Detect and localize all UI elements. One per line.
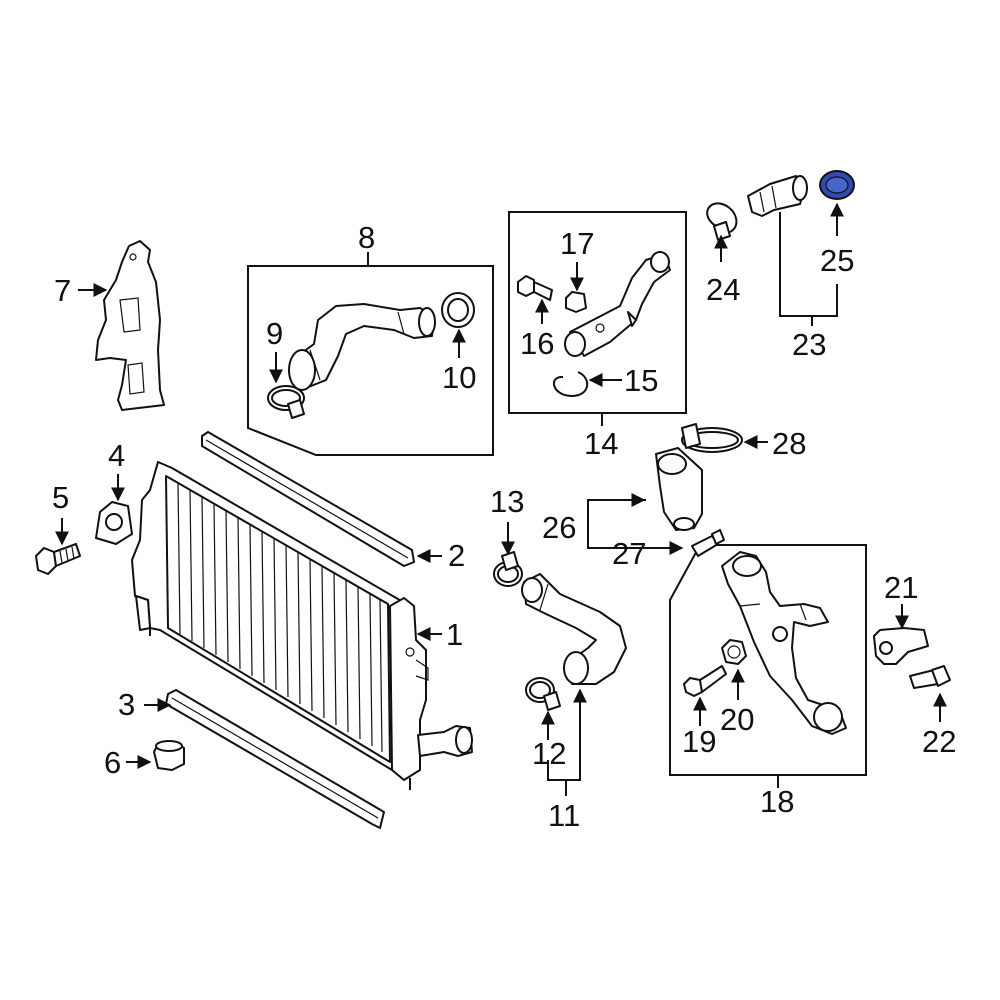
callout-27: 27 [612, 536, 646, 571]
callout-22: 22 [922, 724, 956, 759]
callout-18: 18 [760, 784, 794, 819]
callout-6: 6 [104, 745, 121, 780]
callout-23: 23 [792, 327, 826, 362]
callout-9: 9 [266, 316, 283, 351]
callout-labels: 1 2 3 4 5 6 7 8 9 10 11 12 13 14 15 16 1… [52, 220, 956, 833]
callout-16: 16 [520, 326, 554, 361]
hose-clamp-part-13[interactable] [493, 551, 523, 587]
group-box-8 [247, 265, 494, 456]
callout-20: 20 [720, 702, 754, 737]
sensor-part-27[interactable] [691, 529, 725, 557]
bushing-part-17[interactable] [565, 291, 587, 313]
callout-14: 14 [584, 426, 618, 461]
group-box-14 [508, 211, 687, 414]
mount-bushing-part[interactable] [95, 501, 133, 545]
bushing-part-20[interactable] [721, 639, 747, 665]
grommet-part[interactable] [153, 740, 185, 771]
leader-lines [55, 202, 947, 796]
bolt-part-5[interactable] [35, 543, 81, 575]
callout-17: 17 [560, 226, 594, 261]
charge-hose-part-11[interactable] [521, 573, 627, 685]
callout-21: 21 [884, 570, 918, 605]
intercooler-part[interactable] [131, 461, 473, 790]
callout-13: 13 [490, 484, 524, 519]
hose-connector-part-23[interactable] [747, 175, 808, 217]
callout-7: 7 [54, 273, 71, 308]
bolt-part-16[interactable] [517, 275, 553, 301]
upper-seal-strip-part[interactable] [201, 431, 415, 567]
callout-8: 8 [358, 220, 375, 255]
callout-28: 28 [772, 426, 806, 461]
callout-10: 10 [442, 360, 476, 395]
bolt-part-19[interactable] [683, 665, 727, 697]
pressure-sensor-part-21[interactable] [873, 627, 929, 665]
bolt-part-22[interactable] [909, 665, 951, 689]
hose-clamp-part-28[interactable] [681, 423, 743, 453]
callout-25: 25 [820, 243, 854, 278]
callout-11: 11 [548, 798, 580, 833]
charge-pipe-part-18[interactable] [721, 551, 847, 735]
callout-4: 4 [108, 438, 125, 473]
intake-hose-part[interactable] [288, 303, 436, 391]
callout-2: 2 [448, 538, 465, 573]
callout-1: 1 [446, 617, 463, 652]
callout-5: 5 [52, 480, 69, 515]
elbow-hose-part-26[interactable] [655, 447, 703, 531]
intake-pipe-part-14[interactable] [564, 251, 671, 357]
intercooler-core-fins [177, 481, 383, 753]
hose-clamp-part-12[interactable] [525, 677, 561, 711]
callout-26: 26 [542, 510, 576, 545]
seal-ring-part-10[interactable] [441, 292, 475, 328]
deflector-bracket-part[interactable] [95, 240, 165, 411]
hose-clamp-part-9[interactable] [267, 385, 305, 419]
circlip-part-15[interactable] [552, 371, 588, 398]
seal-ring-part-25-highlighted[interactable] [819, 170, 855, 200]
group-box-18 [669, 544, 867, 776]
hose-clamp-part-24[interactable] [706, 202, 738, 241]
callout-24: 24 [706, 272, 740, 307]
callout-19: 19 [682, 724, 716, 759]
callout-3: 3 [118, 687, 135, 722]
callout-15: 15 [624, 363, 658, 398]
callout-12: 12 [532, 736, 566, 771]
